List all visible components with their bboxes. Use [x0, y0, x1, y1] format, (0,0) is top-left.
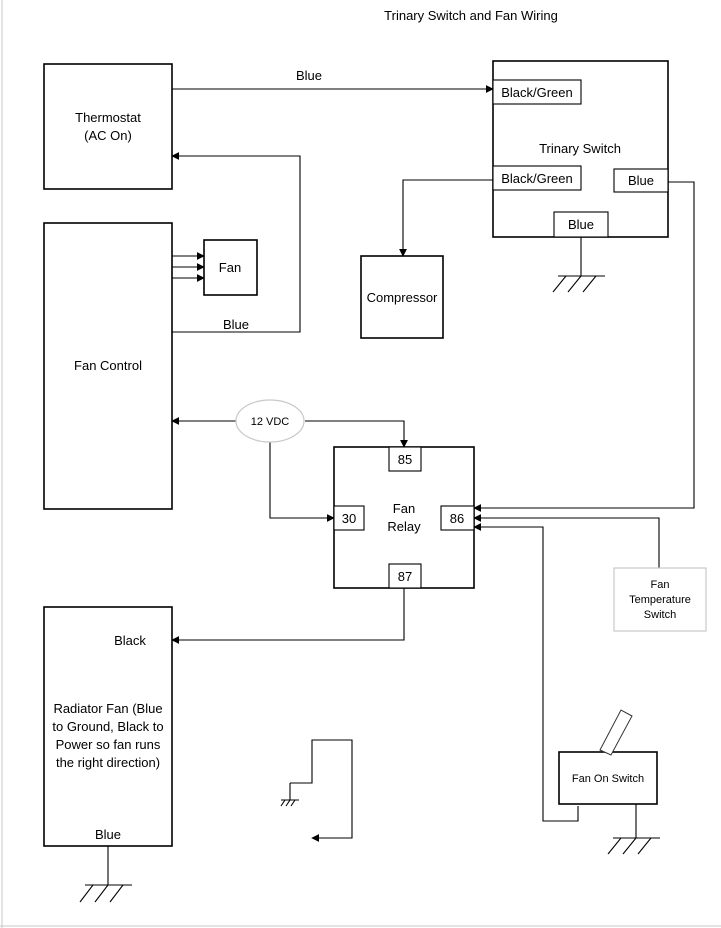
temp-switch-label-line1: Fan	[651, 579, 670, 591]
wire-trinary-to-compressor	[399, 179, 493, 257]
trinary-pin-blue-bottom-label: Blue	[568, 217, 594, 232]
ground-small-fragment-icon	[280, 799, 299, 807]
trinary-pin-black-green-top-label: Black/Green	[501, 85, 573, 100]
wire-label-blue-top: Blue	[296, 68, 322, 83]
radiator-fan-blue-label: Blue	[95, 827, 121, 842]
trinary-pin-blue-right-label: Blue	[628, 173, 654, 188]
radiator-fan-label-line4: the right direction)	[56, 755, 160, 770]
trinary-pin-black-green-mid-label: Black/Green	[501, 171, 573, 186]
power-source-label: 12 VDC	[251, 416, 290, 428]
radiator-fan-box: Black Radiator Fan (Blue to Ground, Blac…	[43, 606, 173, 847]
compressor-box: Compressor	[360, 255, 444, 339]
fan-label: Fan	[219, 260, 241, 275]
radiator-fan-label-line3: Power so fan runs	[56, 737, 161, 752]
fan-control-box: Fan Control	[43, 222, 173, 510]
ground-fan-on-switch-icon	[607, 804, 660, 855]
relay-pin-87-label: 87	[398, 569, 412, 584]
relay-pin-86-label: 86	[450, 511, 464, 526]
radiator-fan-black-label: Black	[114, 633, 146, 648]
switch-lever-icon	[599, 709, 633, 756]
wires	[171, 85, 695, 842]
trinary-switch-label: Trinary Switch	[539, 141, 621, 156]
relay-pin-30	[333, 505, 365, 531]
fan-control-label: Fan Control	[74, 358, 142, 373]
ground-trinary-icon	[552, 237, 605, 293]
wire-12vdc-to-relay-30	[269, 442, 335, 522]
trinary-pin-blue-right	[613, 168, 669, 193]
wire-trinary-blue-to-relay-86	[473, 181, 695, 512]
relay-pin-85-label: 85	[398, 452, 412, 467]
relay-pin-86	[440, 505, 475, 531]
thermostat-label-line2: (AC On)	[84, 128, 132, 143]
diagram-title: Trinary Switch and Fan Wiring	[384, 8, 558, 23]
fan-temperature-switch-box: Fan Temperature Switch	[613, 567, 707, 632]
fan-relay-label-line1: Fan	[393, 501, 415, 516]
wire-12vdc-to-relay-85	[305, 420, 408, 448]
radiator-fan-label-line1: Radiator Fan (Blue	[53, 701, 162, 716]
fan-on-switch-box: Fan On Switch	[558, 709, 658, 805]
temp-switch-label-line3: Switch	[644, 609, 676, 621]
radiator-fan-label-line2: to Ground, Black to	[52, 719, 163, 734]
wire-stray-fragment	[290, 739, 353, 842]
trinary-pin-black-green-top	[492, 79, 582, 105]
ground-radiator-fan-icon	[79, 846, 132, 903]
fan-relay-label-line2: Relay	[387, 519, 421, 534]
thermostat-box: Thermostat (AC On)	[43, 63, 173, 190]
fan-relay-box: Fan Relay 85 30 86 87	[333, 446, 475, 589]
relay-pin-85	[388, 446, 422, 472]
compressor-label: Compressor	[367, 290, 438, 305]
wire-blue-loop-to-thermostat	[171, 152, 301, 333]
wire-fan-on-switch-to-relay-86	[473, 523, 579, 822]
fan-on-switch-label: Fan On Switch	[572, 773, 644, 785]
fan-box: Fan	[203, 239, 258, 296]
power-source-12vdc: 12 VDC	[235, 399, 305, 443]
wire-relay-87-to-radiator-fan	[171, 588, 405, 644]
wire-temp-switch-to-relay-86	[473, 514, 660, 568]
temp-switch-label-line2: Temperature	[629, 594, 691, 606]
trinary-pin-black-green-mid	[492, 165, 582, 191]
relay-pin-30-label: 30	[342, 511, 356, 526]
thermostat-label-line1: Thermostat	[75, 110, 141, 125]
wire-label-blue-fan-control: Blue	[223, 317, 249, 332]
relay-pin-87	[388, 563, 422, 589]
trinary-switch-box: Trinary Switch Black/Green Black/Green B…	[492, 60, 669, 238]
